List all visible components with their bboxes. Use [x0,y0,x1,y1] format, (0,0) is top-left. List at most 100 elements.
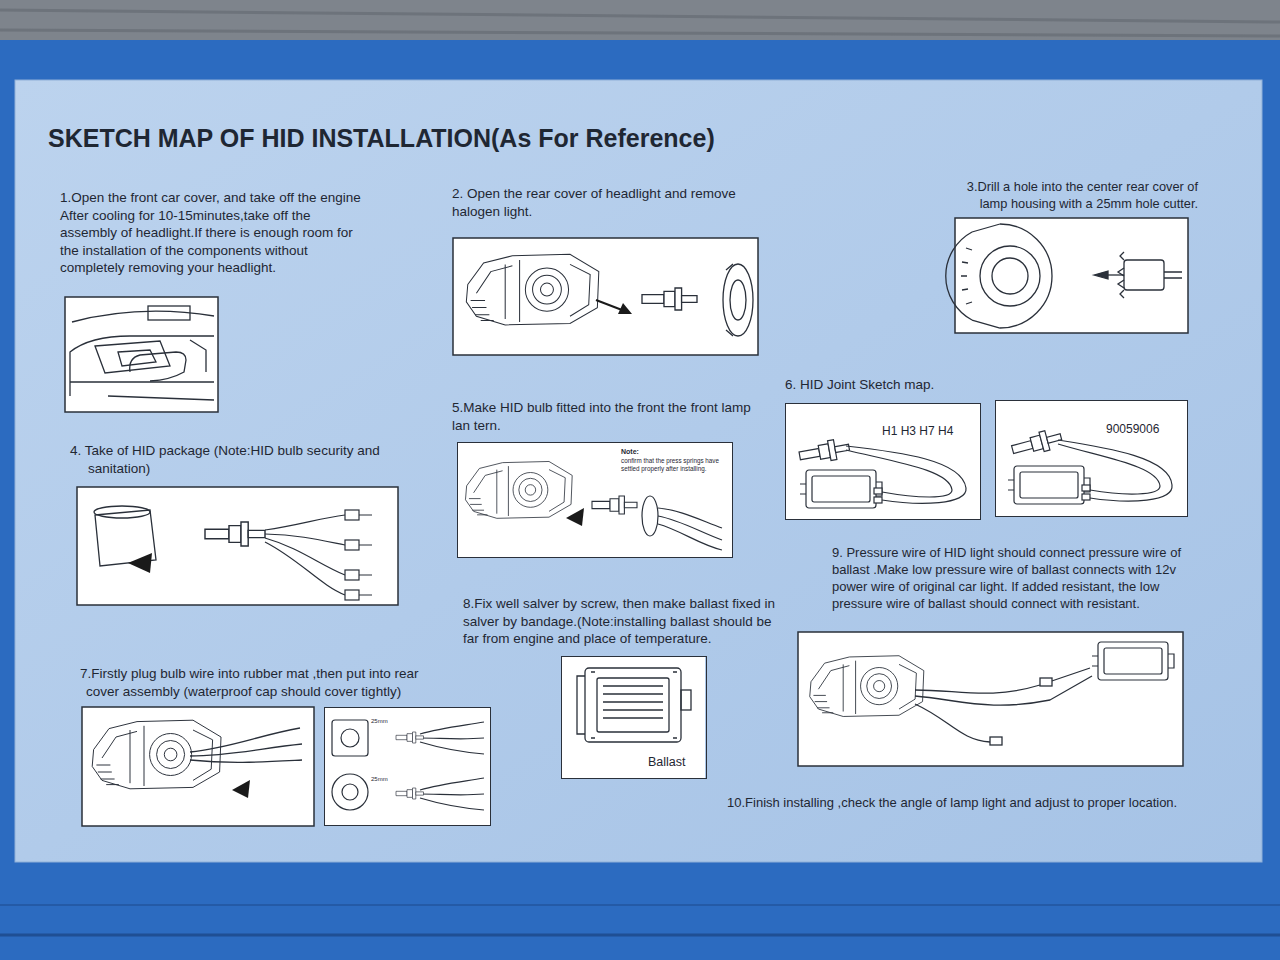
step3-illustration-part-part [1124,260,1164,290]
step1-illustration-part-part [70,336,214,396]
joint-illustration-b-part-part [1058,444,1160,494]
step5-illustration-part [566,508,584,526]
step7-parts-illustration-part-part [332,720,368,756]
step3-illustration [946,218,1188,333]
step-instruction: 2. Open the rear cover of headlight and … [452,185,757,220]
ballast-box: Ballast [561,656,707,779]
step4-illustration-part-part [265,515,345,530]
step-instruction: 3.Drill a hole into the center rear cove… [938,178,1198,212]
step9-illustration-part [810,656,924,717]
box-photo-background-part [0,934,1280,937]
step7-parts-illustration-part [324,707,491,826]
step7-parts-illustration-part [396,732,424,743]
step2-illustration-part-part [730,280,746,320]
dimension-label: 25mm [371,718,411,725]
step4-illustration-part-part [265,538,345,575]
part-label: Ballast [648,755,703,770]
step4-illustration-part-part [94,506,150,518]
step1-illustration-part-part [148,306,190,320]
joint-illustration-a-part [798,437,851,465]
step7-illustration-part [82,707,314,826]
step5-illustration-part-part [658,516,722,540]
step4-illustration-part [77,487,398,605]
step3-illustration-part [946,224,1182,328]
step2-illustration-part [618,303,632,314]
step9-illustration-part [915,668,1092,745]
page-title: SKETCH MAP OF HID INSTALLATION(As For Re… [48,123,715,153]
joint-illustration-a-part [846,446,966,503]
note-heading: Note: [621,448,729,456]
step2-illustration-part [723,264,753,336]
step9-illustration-part-part [915,668,1090,693]
step-instruction: 10.Finish installing ,check the angle of… [727,794,1207,811]
step7-illustration-part [232,780,250,798]
step1-illustration-part-part [130,352,186,381]
step2-illustration-part [466,254,598,325]
joint-illustration-b-part [1010,427,1063,459]
ballast-illustration [561,656,705,779]
step7-parts-illustration-part [396,788,424,799]
ballast-illustration-part-part [577,676,585,734]
step3-illustration-part-part [1164,272,1182,278]
joint-box: 90059006 [995,400,1188,517]
step7-illustration-part-part [190,728,300,752]
dimension-label: 25mm [371,776,411,783]
step9-illustration-part [1092,642,1174,680]
step-instruction: 8.Fix well salver by screw, then make ba… [463,595,785,648]
step7-parts-illustration-part-part [420,798,484,810]
step4-illustration-part [128,553,152,573]
step1-illustration-part [70,306,214,400]
step-instruction: 9. Pressure wire of HID light should con… [832,544,1194,612]
joint-illustration-b-part [1008,466,1090,504]
bulb-type-label: 90059006 [1106,422,1184,436]
step5-illustration-part [592,496,637,514]
ballast-illustration-part-part [597,678,669,732]
step9-illustration-part-part [990,737,1002,745]
step4-illustration-part [265,510,372,600]
step2-illustration [453,238,758,355]
step1-illustration-part-part [72,311,214,322]
step5-illustration-part-part [642,496,658,536]
step7-parts-illustration-part-part [420,793,484,795]
step-instruction: 5.Make HID bulb fitted into the front th… [452,399,752,434]
step5-illustration [457,442,733,558]
step3-illustration-part-part [946,232,972,320]
step-instruction: 1.Open the front car cover, and take off… [60,189,370,277]
step3-illustration-part-part [992,258,1028,294]
step3-illustration-part-part [972,224,1000,328]
step4-illustration-part [205,522,265,546]
step3-illustration-part-part [1000,224,1052,328]
joint-illustration-a-part-part [874,497,882,503]
ballast-illustration-part-part [585,668,681,742]
box-photo-background-part [0,0,1280,44]
step1-illustration-part-part [70,382,214,400]
step4-illustration-part-part [345,540,359,550]
joint-illustration-b [995,400,1187,517]
step-instruction: 4. Take of HID package (Note:HID bulb se… [70,442,392,477]
ballast-illustration-part-part [681,690,691,710]
step-instruction: 6. HID Joint Sketch map. [785,376,985,394]
joint-illustration-a [785,403,980,520]
note-text: confirm that the press springs have sett… [621,457,729,472]
joint-box: H1 H3 H7 H4 [785,403,981,520]
step7-parts-illustration-part-part [341,729,359,747]
ballast-illustration-part-part [603,686,663,718]
step4-illustration-part-part [265,542,345,595]
instruction-panel [15,80,1262,862]
step5-illustration-part-part [658,524,722,550]
step1-illustration-part-part [190,340,206,372]
step7-illustration [82,707,314,826]
step7-parts-illustration-part [332,720,484,810]
step2-illustration-part [642,288,697,310]
ballast-illustration-part [561,656,705,779]
step1-illustration [65,297,218,412]
step7-illustration-part-part [190,744,302,756]
step7-parts-illustration-part-part [332,774,368,810]
box-photo-background-part [0,40,1280,960]
step4-illustration-part-part [345,570,359,580]
step7-parts-illustration-part-part [420,742,484,754]
joint-illustration-b-part-part [1082,494,1090,500]
step-instruction: 7.Firstly plug bulb wire into rubber mat… [80,665,452,700]
step1-illustration-part [65,297,218,412]
step7-parts-illustration-part-part [420,778,484,790]
